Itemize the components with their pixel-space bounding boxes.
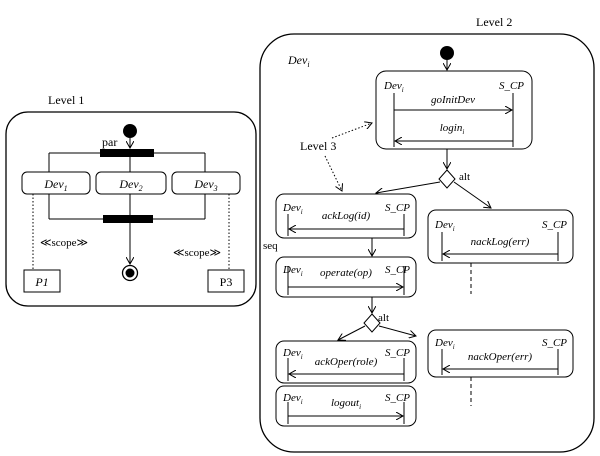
dev2-box [95,171,167,195]
dev3-box [171,171,241,195]
flow-line [453,181,491,208]
dev1-box [21,171,91,195]
nacklog-fragment-box [427,209,574,264]
alt1-label: alt [459,171,470,183]
initial-node-icon [440,46,454,60]
final-node-icon [121,264,139,282]
level3-label: Level 3 [300,139,336,153]
flow-line [376,181,441,193]
level3-pointer [331,123,372,139]
ackoper-scp-label: S_CP [385,347,410,359]
nacklog-dev-label: Devi [434,219,455,233]
login-label: logini [440,122,465,136]
initial-node-icon [123,124,137,138]
operate-scp-label: S_CP [385,264,410,276]
level1-title: Level 1 [48,93,84,107]
acklog-message-label: ackLog(id) [322,210,371,222]
dev2-label: Dev2 [118,177,142,193]
level1-panel: Level 1 par Dev1 Dev2 Dev3 ≪scop [5,93,257,307]
p3-label: P3 [220,275,233,289]
scope-label-left: ≪scope≫ [40,237,88,249]
ackoper-fragment-box [275,340,417,384]
alt-decision-icon [438,169,456,189]
par-label: par [102,135,117,149]
acklog-scp-label: S_CP [385,202,410,214]
nacklog-message-label: nackLog(err) [471,236,530,248]
nackoper-scp-label: S_CP [542,337,567,349]
init-dev-label: Devi [383,80,404,94]
flow-line [378,325,416,336]
level2-frame [259,33,595,453]
nackoper-message-label: nackOper(err) [468,351,532,363]
logout-dev-label: Devi [282,392,303,406]
nacklog-scp-label: S_CP [542,219,567,231]
level2-container-label: Devi [287,53,310,69]
logout-message-label: logouti [331,397,361,411]
dev1-label: Dev1 [43,177,67,193]
level1-frame [5,111,257,307]
ackoper-message-label: ackOper(role) [315,356,378,368]
acklog-fragment-box [275,193,417,239]
flow-line [338,325,366,340]
scope-label-right: ≪scope≫ [173,247,221,259]
seq-label: seq [263,240,278,252]
nackoper-dev-label: Devi [434,337,455,351]
p1-label: P1 [34,275,48,289]
join-bar [103,215,153,223]
alt-decision-icon [363,313,381,333]
operate-message-label: operate(op) [320,267,372,279]
go-init-dev-label: goInitDev [431,94,475,106]
level2-title: Level 2 [476,15,512,29]
nackoper-fragment-box [427,329,574,378]
init-scp-label: S_CP [499,80,524,92]
final-node-core [125,268,135,278]
ackoper-dev-label: Devi [282,347,303,361]
p3-box [207,269,245,293]
level2-panel: Level 2 Devi Devi S_CP goInitDev logini … [259,15,595,453]
p1-box [23,269,61,293]
acklog-dev-label: Devi [282,202,303,216]
logout-scp-label: S_CP [385,392,410,404]
alt2-label: alt [378,312,389,324]
dev3-label: Dev3 [193,177,217,193]
operate-dev-label: Devi [282,264,303,278]
level3-pointer [324,155,342,191]
